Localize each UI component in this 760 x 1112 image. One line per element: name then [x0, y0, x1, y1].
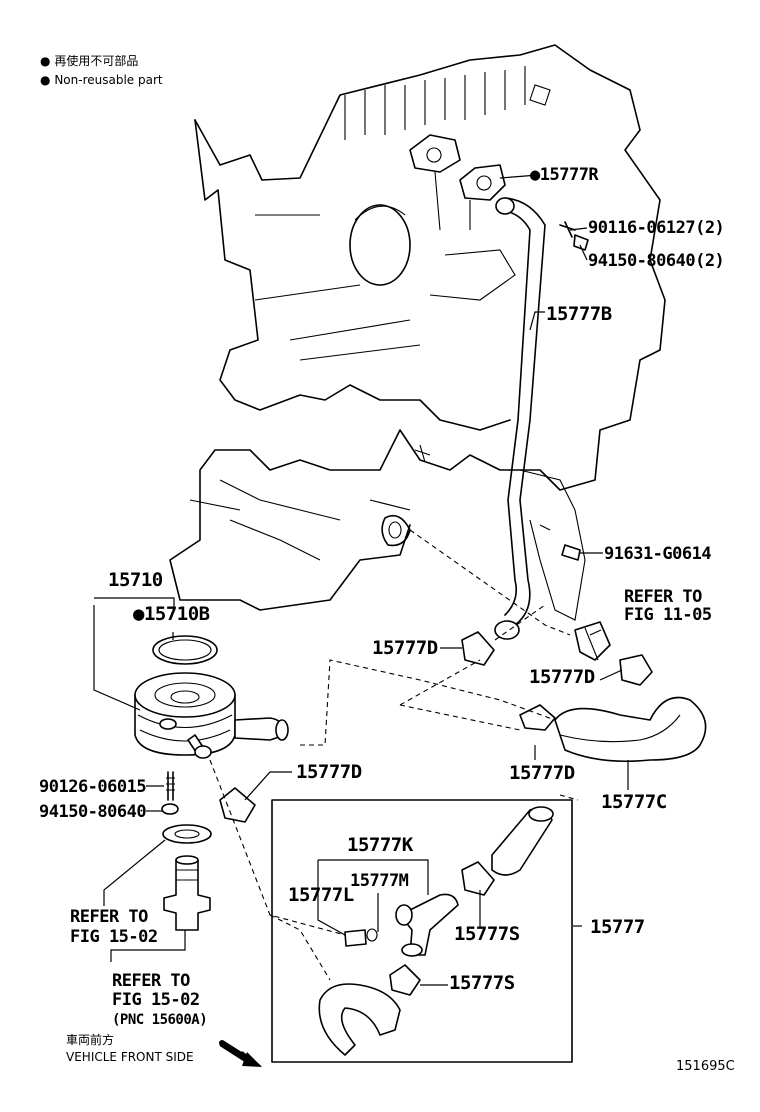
label-15777l[interactable]: 15777L [288, 884, 354, 906]
label-15777b[interactable]: 15777B [546, 303, 612, 325]
label-15777s-1[interactable]: 15777S [454, 923, 520, 945]
label-15777r[interactable]: ●15777R [530, 165, 599, 185]
label-15777d-2[interactable]: 15777D [529, 666, 595, 688]
label-94150-80640[interactable]: 94150-80640 [39, 802, 147, 822]
legend: ● 再使用不可部品 ● Non-reusable part [40, 52, 163, 87]
label-15777m[interactable]: 15777M [350, 871, 409, 891]
label-refer-fig-11-05-line2[interactable]: FIG 11-05 [624, 605, 712, 625]
label-15777[interactable]: 15777 [590, 916, 645, 938]
dashed-connections [209, 529, 579, 981]
fasteners-lower-left [161, 771, 212, 931]
assembly-15777-parts [318, 806, 554, 1056]
non-reusable-dot-icon: ● [40, 73, 51, 87]
oil-pipe-15777b [494, 197, 589, 640]
hose-15777c [219, 621, 707, 823]
figure-id: 151695C [676, 1059, 735, 1074]
label-refer-fig-15-02-b-line2[interactable]: FIG 15-02 [112, 990, 200, 1010]
label-15777k[interactable]: 15777K [347, 834, 413, 856]
label-15710b[interactable]: ●15710B [133, 603, 210, 625]
label-90116-06127[interactable]: 90116-06127(2) [588, 218, 725, 238]
non-reusable-dot-icon: ● [40, 54, 51, 68]
label-15777d-1[interactable]: 15777D [372, 637, 438, 659]
label-refer-fig-15-02-b-line1[interactable]: REFER TO [112, 971, 190, 991]
vehicle-front-arrow-icon [219, 1040, 262, 1067]
vehicle-front-jp: 車両前方 [66, 1033, 115, 1047]
assembly-box-15777 [271, 799, 573, 1063]
non-reusable-dot-icon: ● [133, 603, 144, 625]
vehicle-front-en: VEHICLE FRONT SIDE [66, 1050, 194, 1064]
label-15777s-2[interactable]: 15777S [449, 972, 515, 994]
engine-block [169, 44, 666, 621]
label-refer-fig-15-02-a-line2[interactable]: FIG 15-02 [70, 927, 158, 947]
label-94150-80640-2[interactable]: 94150-80640(2) [588, 251, 725, 271]
label-15777d-3[interactable]: 15777D [509, 762, 575, 784]
leader-lines [93, 174, 629, 986]
label-90126-06015[interactable]: 90126-06015 [39, 777, 147, 797]
label-15710[interactable]: 15710 [108, 569, 163, 591]
legend-en: ● Non-reusable part [40, 73, 163, 87]
label-refer-fig-15-02-a-line1[interactable]: REFER TO [70, 907, 148, 927]
label-refer-fig-11-05-line1[interactable]: REFER TO [624, 587, 702, 607]
label-pnc-15600a[interactable]: (PNC 15600A) [112, 1012, 208, 1028]
legend-jp: ● 再使用不可部品 [40, 54, 139, 68]
label-15777d-4[interactable]: 15777D [296, 761, 362, 783]
oil-cooler-15710 [134, 635, 289, 759]
non-reusable-dot-icon: ● [530, 165, 540, 185]
label-91631-g0614[interactable]: 91631-G0614 [604, 544, 712, 564]
label-15777c[interactable]: 15777C [601, 791, 667, 813]
